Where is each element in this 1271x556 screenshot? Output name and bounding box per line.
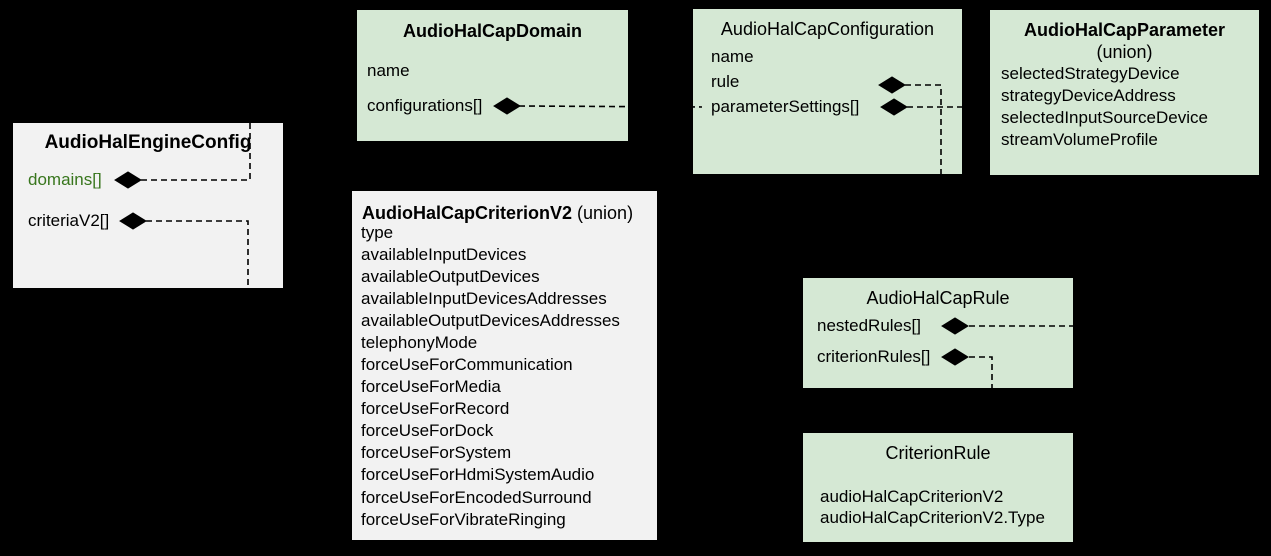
field-rule: rule xyxy=(711,72,740,91)
audio-hal-cap-rule-title: AudioHalCapRule xyxy=(866,288,1010,308)
field-audiohalcapcriterionv2-type: audioHalCapCriterionV2.Type xyxy=(820,508,1045,527)
field-forceusefordock: forceUseForDock xyxy=(361,421,494,440)
audio-hal-cap-rule-box xyxy=(803,278,1073,388)
field-forceuseforsystem: forceUseForSystem xyxy=(361,443,512,462)
field-criteriav2: criteriaV2[] xyxy=(28,211,110,230)
field-availableinputdevicesaddresses: availableInputDevicesAddresses xyxy=(361,289,607,308)
audio-hal-engine-config-title: AudioHalEngineConfig xyxy=(44,132,252,153)
criterion-rule-box xyxy=(803,433,1073,542)
field-forceuseforrecord: forceUseForRecord xyxy=(361,399,510,418)
field-type: type xyxy=(361,223,394,242)
audio-hal-cap-parameter-title: AudioHalCapParameter xyxy=(1023,20,1226,40)
audio-hal-engine-config-title-row: AudioHalEngineConfig xyxy=(13,132,283,154)
criterion-rule-title-row: CriterionRule xyxy=(803,442,1073,464)
field-availableoutputdevices: availableOutputDevices xyxy=(361,267,540,286)
audio-hal-cap-rule-title-row: AudioHalCapRule xyxy=(803,287,1073,309)
field-forceuseforcommunication: forceUseForCommunication xyxy=(361,355,573,374)
field-forceuseforvibrateringing: forceUseForVibrateRinging xyxy=(361,510,566,529)
field-name: name xyxy=(711,47,754,66)
audio-hal-cap-configuration-title-row: AudioHalCapConfiguration xyxy=(693,18,962,40)
field-streamvolumeprofile: streamVolumeProfile xyxy=(1001,130,1158,149)
field-domains: domains[] xyxy=(28,170,102,189)
field-configurations: configurations[] xyxy=(367,96,483,115)
field-strategydeviceaddress: strategyDeviceAddress xyxy=(1001,86,1176,105)
field-availableinputdevices: availableInputDevices xyxy=(361,245,527,264)
field-audiohalcapcriterionv2: audioHalCapCriterionV2 xyxy=(820,487,1004,506)
field-forceuseforhdmisystemaudio: forceUseForHdmiSystemAudio xyxy=(361,465,595,484)
field-selectedstrategydevice: selectedStrategyDevice xyxy=(1001,64,1180,83)
field-criterionrules: criterionRules[] xyxy=(817,347,931,366)
field-telephonymode: telephonyMode xyxy=(361,333,478,352)
audio-hal-cap-criterion-v2-title: AudioHalCapCriterionV2 xyxy=(362,203,573,223)
field-selectedinputsourcedevice: selectedInputSourceDevice xyxy=(1001,108,1208,127)
audio-hal-cap-parameter-subtitle: (union) xyxy=(1096,42,1153,62)
audio-hal-cap-parameter-title-row: AudioHalCapParameter xyxy=(990,19,1259,41)
field-nestedrules: nestedRules[] xyxy=(817,316,921,335)
audio-hal-cap-parameter-box xyxy=(990,10,1259,175)
audio-hal-cap-configuration-title: AudioHalCapConfiguration xyxy=(720,19,935,39)
field-forceuseformedia: forceUseForMedia xyxy=(361,377,501,396)
field-name: name xyxy=(367,61,410,80)
audio-hal-cap-criterion-v2-title-suffix: (union) xyxy=(572,203,634,223)
audio-hal-cap-criterion-v2-title-row: AudioHalCapCriterionV2 (union) xyxy=(362,202,633,224)
field-forceuseforencodedsurround: forceUseForEncodedSurround xyxy=(361,488,592,507)
criterion-rule-title: CriterionRule xyxy=(885,443,991,463)
audio-hal-cap-domain-box xyxy=(357,10,628,141)
field-availableoutputdevicesaddresses: availableOutputDevicesAddresses xyxy=(361,311,620,330)
audio-hal-cap-domain-title-row: AudioHalCapDomain xyxy=(357,20,628,42)
audio-hal-cap-criterion-v2-box xyxy=(352,191,657,540)
audio-hal-cap-domain-title: AudioHalCapDomain xyxy=(402,21,582,41)
field-parametersettings: parameterSettings[] xyxy=(711,97,860,116)
